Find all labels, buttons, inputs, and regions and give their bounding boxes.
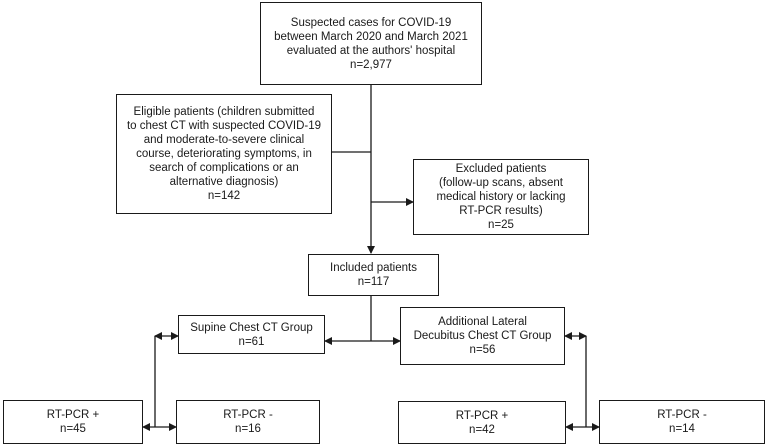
eligible-patients-text: Eligible patients (children submitted to… [126, 106, 322, 188]
supine-group-count: n=61 [238, 335, 265, 348]
excluded-patients-count: n=25 [488, 219, 514, 231]
supine-group-box: Supine Chest CT Group n=61 [178, 315, 325, 354]
included-patients-box: Included patients n=117 [308, 254, 439, 296]
supine-rtpcr-positive-count: n=45 [60, 423, 86, 435]
supine-rtpcr-negative-count: n=16 [235, 423, 261, 435]
lateral-rtpcr-positive-count: n=42 [469, 423, 495, 436]
lateral-group-box: Additional Lateral Decubitus Chest CT Gr… [400, 307, 565, 365]
supine-rtpcr-positive-text: RT-PCR + [46, 409, 100, 421]
lateral-rtpcr-positive-text: RT-PCR + [455, 409, 509, 422]
suspected-cases-count: n=2,977 [350, 58, 392, 71]
eligible-patients-count: n=142 [207, 190, 241, 202]
lateral-rtpcr-negative-box: RT-PCR - n=14 [599, 400, 765, 444]
lateral-group-count: n=56 [469, 344, 496, 356]
excluded-patients-box: Excluded patients (follow-up scans, abse… [413, 159, 589, 235]
supine-rtpcr-positive-box: RT-PCR + n=45 [3, 400, 143, 444]
suspected-cases-text: Suspected cases for COVID-19 between Mar… [274, 16, 468, 57]
lateral-rtpcr-negative-count: n=14 [669, 423, 695, 435]
supine-rtpcr-negative-text: RT-PCR - [223, 409, 273, 421]
excluded-patients-text: Excluded patients (follow-up scans, abse… [436, 163, 566, 217]
lateral-rtpcr-positive-box: RT-PCR + n=42 [398, 401, 566, 444]
supine-group-text: Supine Chest CT Group [190, 321, 313, 334]
suspected-cases-box: Suspected cases for COVID-19 between Mar… [260, 2, 482, 85]
included-patients-count: n=117 [357, 276, 390, 288]
supine-rtpcr-negative-box: RT-PCR - n=16 [176, 400, 320, 444]
lateral-rtpcr-negative-text: RT-PCR - [657, 409, 707, 421]
included-patients-text: Included patients [330, 262, 417, 274]
eligible-patients-box: Eligible patients (children submitted to… [116, 94, 332, 214]
lateral-group-text: Additional Lateral Decubitus Chest CT Gr… [413, 316, 552, 342]
